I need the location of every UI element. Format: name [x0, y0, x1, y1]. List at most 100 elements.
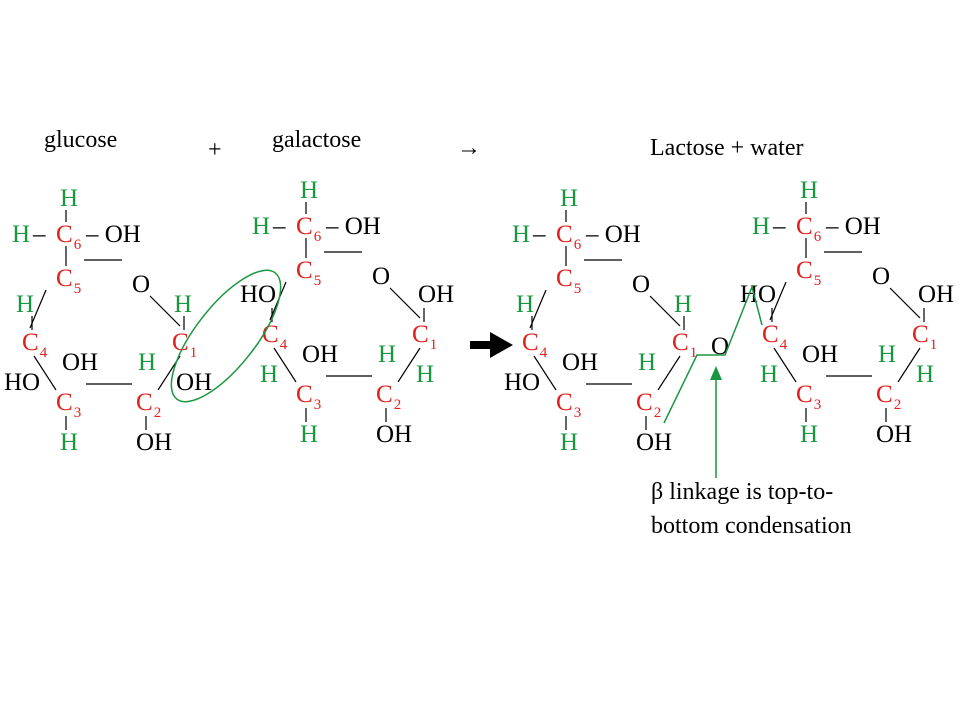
beta-linkage-note-line1: β linkage is top-to-	[651, 479, 834, 505]
carbon-2: C2	[876, 382, 901, 413]
hydrogen-top: H	[300, 177, 319, 204]
carbon-1: C1	[672, 330, 697, 361]
carbon-4: C4	[522, 329, 547, 361]
carbon-subscript: 2	[653, 405, 662, 421]
carbon-subscript: 1	[189, 345, 198, 361]
carbon-subscript: 6	[573, 237, 582, 253]
carbon-symbol: C	[796, 257, 813, 284]
carbon-symbol: C	[376, 381, 393, 408]
carbon-symbol: C	[556, 389, 573, 416]
carbon-subscript: 4	[779, 337, 788, 353]
hydrogen-c6-left: H	[512, 221, 531, 248]
carbon-symbol: C	[56, 389, 73, 416]
bond-line	[657, 355, 681, 391]
hydrogen-c4-bottom: H	[760, 361, 779, 388]
carbon-4: C4	[762, 322, 787, 353]
carbon-subscript: 6	[313, 229, 322, 245]
ring-oxygen: O	[872, 263, 891, 290]
carbon-1: C1	[912, 322, 937, 353]
c6-hydroxyl: – OH	[586, 221, 641, 248]
carbon-3: C3	[556, 389, 581, 421]
glucose-label: glucose	[44, 127, 118, 153]
carbon-subscript: 2	[393, 397, 402, 413]
hydrogen-c2-top: H	[138, 349, 157, 376]
carbon-4: C4	[22, 330, 47, 361]
bond-line	[897, 347, 921, 383]
hydrogen-top: H	[60, 185, 79, 212]
bond-line	[389, 287, 421, 319]
beta-linkage-note-line2: bottom condensation	[651, 513, 852, 539]
hydroxyl-c1-bottom: OH	[176, 369, 213, 396]
carbon-symbol: C	[556, 265, 573, 292]
carbon-subscript: 5	[73, 281, 82, 297]
carbon-3: C3	[796, 381, 821, 413]
carbon-5: C5	[296, 257, 321, 289]
carbon-subscript: 2	[893, 397, 902, 413]
bond-line	[649, 295, 681, 327]
bridge-oxygen: O	[711, 333, 730, 360]
carbon-symbol: C	[56, 265, 73, 292]
ring-oxygen: O	[132, 271, 151, 298]
c6-hydroxyl: – OH	[826, 213, 881, 240]
carbon-subscript: 5	[813, 273, 822, 289]
galactose-label: galactose	[272, 127, 362, 153]
hydrogen-c4-bottom: H	[260, 361, 279, 388]
carbon-symbol: C	[522, 329, 539, 356]
linkage-pointer-arrowhead	[710, 366, 722, 380]
carbon-symbol: C	[296, 213, 313, 240]
hydrogen-top: H	[800, 177, 819, 204]
hydrogen-c4-top: H	[516, 291, 535, 318]
reaction-arrow-glyph: →	[457, 135, 481, 161]
beta-linkage-zigzag	[663, 284, 763, 424]
carbon-6: C6	[556, 222, 581, 253]
c6-hydroxyl: – OH	[326, 213, 381, 240]
c6-left-bond: –	[533, 221, 546, 248]
hydroxyl-c4-top: HO	[240, 281, 277, 308]
carbon-subscript: 2	[153, 405, 162, 421]
hydrogen-c3-bottom: H	[560, 429, 579, 456]
carbon-subscript: 1	[429, 337, 438, 353]
ring-oxygen: O	[632, 271, 651, 298]
carbon-2: C2	[636, 390, 661, 421]
carbon-subscript: 3	[813, 397, 822, 413]
hydrogen-c6-left: H	[752, 213, 771, 240]
c6-left-bond: –	[773, 213, 786, 240]
hydroxyl-c1-top: OH	[418, 281, 455, 308]
hydrogen-c1-top: H	[174, 291, 193, 318]
carbon-symbol: C	[412, 321, 429, 348]
carbon-subscript: 3	[573, 405, 582, 421]
bond-highlight-ellipse	[170, 269, 282, 403]
carbon-symbol: C	[796, 381, 813, 408]
carbon-4: C4	[262, 321, 287, 353]
carbon-6: C6	[56, 222, 81, 253]
carbon-2: C2	[376, 381, 401, 413]
reaction-arrow	[470, 332, 513, 358]
carbon-6: C6	[796, 213, 821, 245]
hydrogen-c2-top: H	[638, 349, 657, 376]
c6-left-bond: –	[33, 221, 46, 248]
hydrogen-c1-bottom: H	[416, 361, 435, 388]
hydrogen-c2-top: H	[378, 341, 397, 368]
carbon-subscript: 6	[73, 237, 82, 253]
carbon-subscript: 4	[539, 345, 548, 361]
bond-line	[529, 289, 547, 329]
carbon-symbol: C	[296, 381, 313, 408]
carbon-subscript: 6	[813, 229, 822, 245]
plus-sign: +	[208, 137, 222, 163]
hydroxyl-c1-top: OH	[918, 281, 955, 308]
carbon-symbol: C	[296, 257, 313, 284]
bond-line	[773, 347, 797, 383]
hydrogen-c6-left: H	[252, 213, 271, 240]
bond-line	[273, 347, 297, 383]
c6-hydroxyl: – OH	[86, 221, 141, 248]
bond-line	[889, 287, 921, 319]
hydroxyl-c4-bottom: HO	[504, 369, 541, 396]
hydrogen-c1-bottom: H	[916, 361, 935, 388]
carbon-symbol: C	[262, 321, 279, 348]
carbon-symbol: C	[796, 213, 813, 240]
bond-line	[33, 355, 57, 391]
carbon-subscript: 4	[279, 337, 288, 353]
hydroxyl-c2-bottom: OH	[136, 429, 173, 456]
hydrogen-c6-left: H	[12, 221, 31, 248]
